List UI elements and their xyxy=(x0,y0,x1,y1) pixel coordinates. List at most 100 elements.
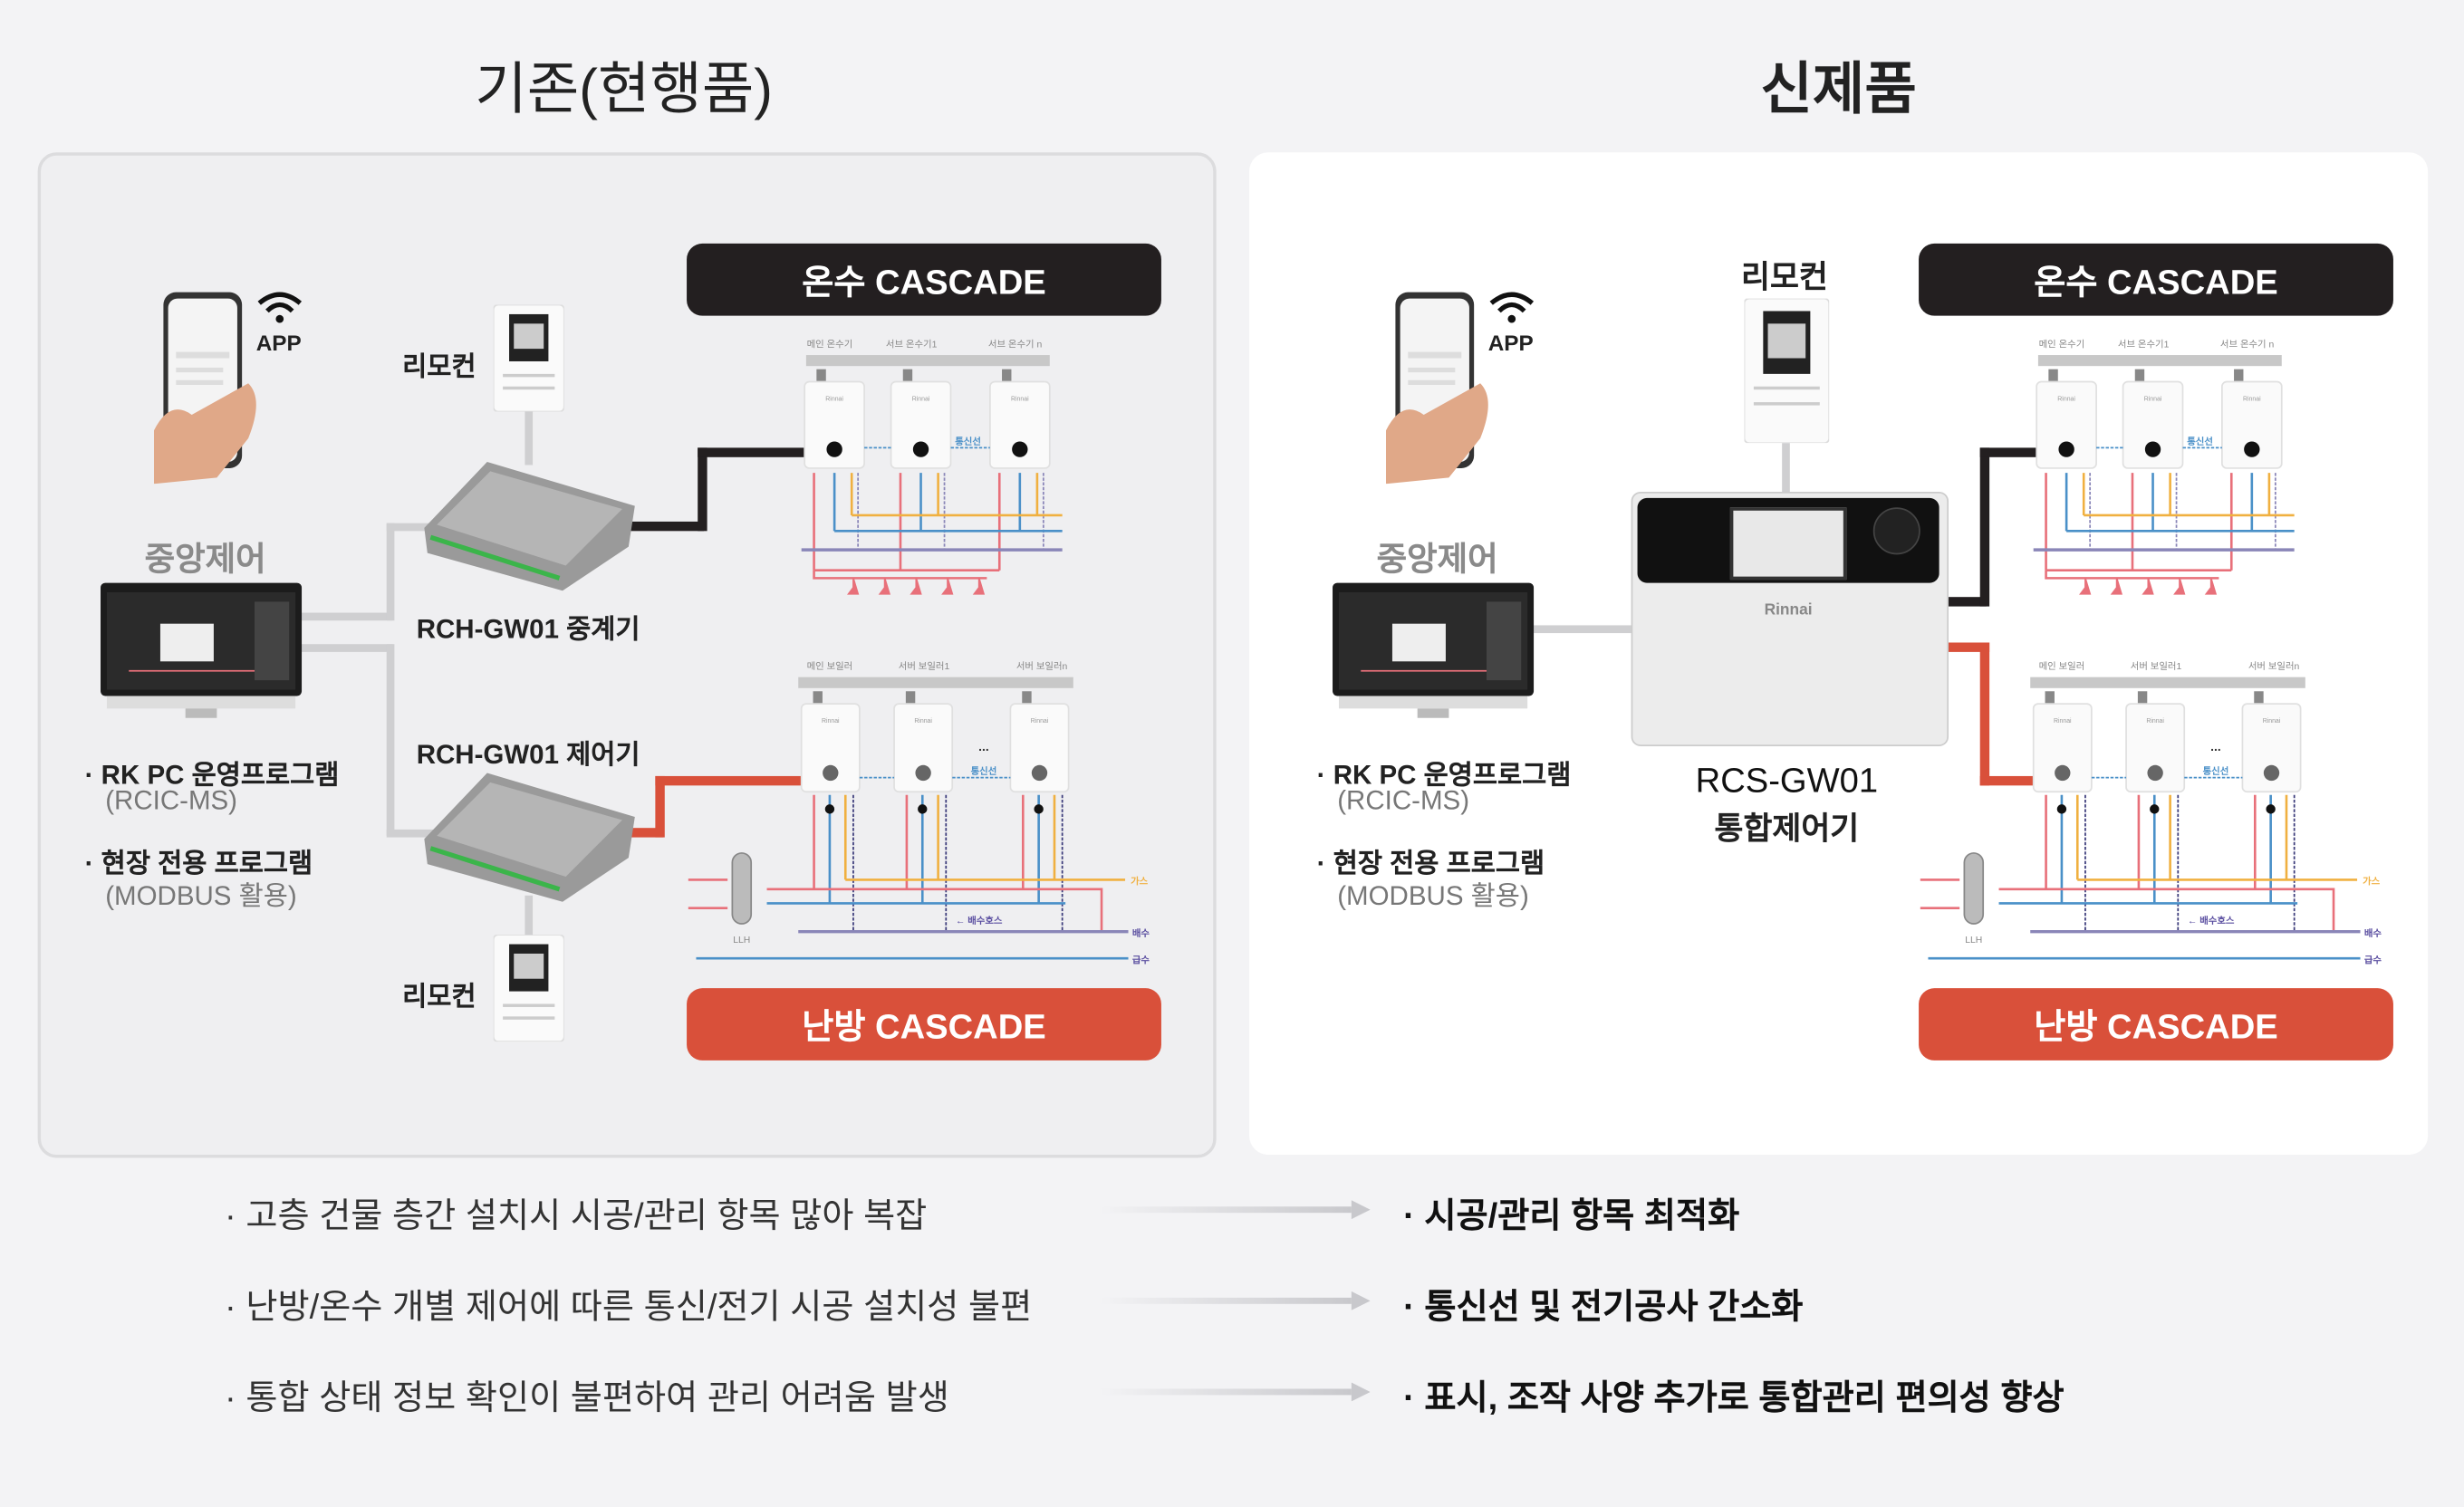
unit-dial xyxy=(2244,441,2260,457)
shower-head xyxy=(847,578,860,595)
unit-brand: Rinnai xyxy=(2144,396,2162,402)
boiler-unit xyxy=(2122,380,2184,469)
dhw-cascade-label: 온수 CASCADE xyxy=(687,243,1161,316)
comm-label: 통신선 xyxy=(2187,436,2213,447)
heat-comm-line xyxy=(1942,642,1990,652)
unit-dial xyxy=(2058,441,2074,457)
unit-label: 서브 온수기1 xyxy=(2118,339,2170,350)
unit-label: 메인 보일러 xyxy=(807,660,853,672)
remote-controller-image xyxy=(493,935,564,1042)
rch-gw01-controller-image xyxy=(424,773,635,902)
heat-comm-line xyxy=(628,828,664,838)
drain-hose-label: ← 배수호스 xyxy=(956,915,1003,926)
unit-brand: Rinnai xyxy=(1011,396,1029,402)
dhw-comm-line xyxy=(1942,597,1987,607)
unit-brand: Rinnai xyxy=(2263,718,2281,725)
unit-dial xyxy=(2263,764,2280,782)
comm-label: 통신선 xyxy=(2203,765,2229,777)
comm-label: 통신선 xyxy=(955,436,981,447)
gas-label: 가스 xyxy=(1131,876,1149,888)
unit-dial xyxy=(2055,764,2071,782)
rk-pc-program: · RK PC 운영프로그램 xyxy=(1316,760,1572,791)
hot-pipe xyxy=(813,569,1000,580)
site-program-sub: (MODBUS 활용) xyxy=(105,881,297,912)
central-control-label: 중앙제어 xyxy=(144,542,266,579)
dhw-comm-line xyxy=(698,447,707,532)
connector-line xyxy=(302,612,393,621)
heat-supply-pipe xyxy=(766,888,1103,932)
unit-label: 서브 온수기1 xyxy=(886,339,938,350)
after-point-1: · 시공/관리 항목 최적화 xyxy=(1403,1195,1740,1235)
connector-line xyxy=(1534,625,1635,634)
connector-line xyxy=(1782,443,1790,495)
flue-pipe xyxy=(816,369,826,382)
connector-line xyxy=(386,644,395,836)
heat-cascade-label: 난방 CASCADE xyxy=(1919,988,2393,1061)
unit-dial xyxy=(823,764,839,782)
supply-label: 급수 xyxy=(1132,955,1150,965)
smartphone-app-image xyxy=(154,292,256,485)
site-program: · 현장 전용 프로그램 xyxy=(84,848,313,878)
pump-icon xyxy=(824,804,835,814)
before-point-1: · 고층 건물 층간 설치시 시공/관리 항목 많아 복잡 xyxy=(225,1195,928,1235)
shower-head xyxy=(2110,578,2123,595)
llh-separator xyxy=(1963,852,1985,925)
remote-label: 리모컨 xyxy=(402,351,476,382)
unit-label: 서버 보일러1 xyxy=(2131,660,2182,672)
unit-label: 메인 보일러 xyxy=(2039,660,2085,672)
unit-brand: Rinnai xyxy=(825,396,843,402)
boiler-unit xyxy=(804,380,865,469)
relay-label: RCH-GW01 중계기 xyxy=(416,614,640,645)
flue-pipe xyxy=(2254,691,2264,705)
hot-pipe xyxy=(2045,569,2232,580)
arrow-right-icon xyxy=(1100,1200,1371,1220)
remote-controller-image xyxy=(1744,298,1830,444)
rcs-gw01-device-image: Rinnai xyxy=(1631,491,1949,746)
central-control-label: 중앙제어 xyxy=(1376,542,1498,579)
unit-label: 서버 보일러n xyxy=(2248,660,2300,672)
shower-head xyxy=(910,578,922,595)
connector-line xyxy=(525,411,534,466)
flue-pipe xyxy=(1022,691,1032,705)
site-program: · 현장 전용 프로그램 xyxy=(1316,848,1545,878)
flue-duct xyxy=(2030,677,2305,688)
unit-brand: Rinnai xyxy=(2243,396,2261,402)
flue-pipe xyxy=(902,369,913,382)
remote-controller-image xyxy=(493,304,564,412)
rch-gw01-relay-image xyxy=(424,462,635,591)
boiler-unit xyxy=(2125,703,2186,793)
connector-line xyxy=(386,523,395,621)
heat-comm-line xyxy=(655,775,665,838)
unit-dial xyxy=(2144,441,2161,457)
supply-label: 급수 xyxy=(2364,955,2382,965)
pump-icon xyxy=(2056,804,2067,814)
arrow-right-icon xyxy=(1100,1291,1371,1310)
dhw-cascade-label: 온수 CASCADE xyxy=(1919,243,2393,316)
connector-line xyxy=(386,829,434,838)
shower-head xyxy=(2204,578,2218,595)
app-label: APP xyxy=(1487,330,1534,356)
pc-monitor-image xyxy=(1333,582,1535,718)
drain-label: 배수 xyxy=(2364,927,2382,939)
shower-head xyxy=(941,578,954,595)
unit-brand: Rinnai xyxy=(2057,396,2075,402)
legacy-title: 기존(현행품) xyxy=(475,56,774,121)
wifi-icon xyxy=(1489,292,1535,323)
boiler-unit xyxy=(800,703,861,793)
primary-pipe xyxy=(1920,878,1960,909)
pump-icon xyxy=(1034,804,1044,814)
unit-dial xyxy=(912,441,929,457)
unit-label: 메인 온수기 xyxy=(2039,339,2085,350)
flue-pipe xyxy=(2134,369,2145,382)
unit-dial xyxy=(915,764,931,782)
drain-hose-label: ← 배수호스 xyxy=(2188,915,2235,926)
boiler-unit xyxy=(2241,703,2302,793)
unit-label: 서버 보일러n xyxy=(1016,660,1068,672)
pump-icon xyxy=(2266,804,2276,814)
ellipsis: ... xyxy=(2210,739,2221,754)
gas-label: 가스 xyxy=(2363,876,2381,888)
flue-pipe xyxy=(2048,369,2058,382)
